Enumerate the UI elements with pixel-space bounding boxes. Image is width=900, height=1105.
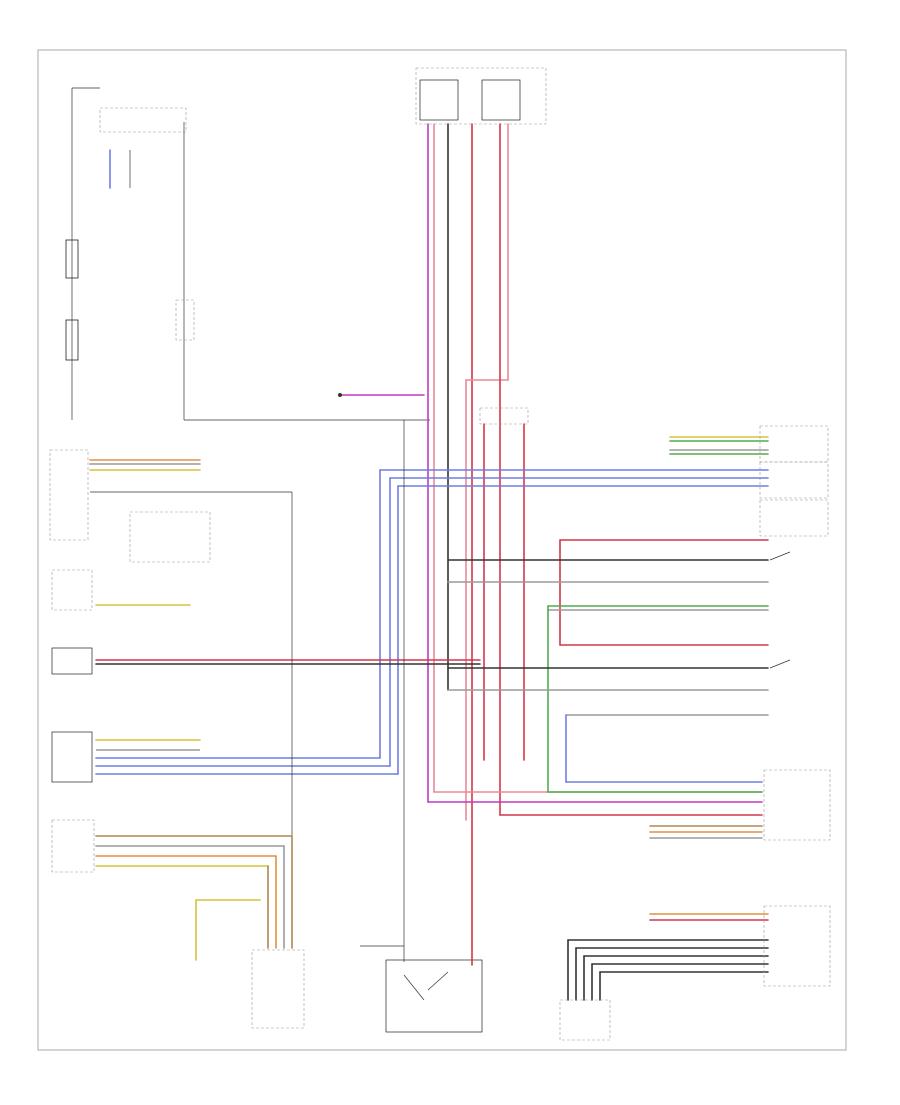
- fuse-block-symbol: [65, 319, 79, 361]
- fuse-relay-box-outline: [415, 67, 547, 125]
- fuse-box-feeds: [427, 123, 763, 946]
- module-b: [51, 647, 93, 675]
- steering-column-module: [763, 905, 831, 987]
- right-connectors: [669, 425, 829, 537]
- left-modules: [49, 449, 305, 1029]
- selector-lever-module: [251, 949, 305, 1029]
- battery-fuse-box: [99, 107, 187, 133]
- fuse-relay-box: [415, 67, 547, 125]
- starter-circuit: [360, 420, 483, 1033]
- battery-circuit: [65, 87, 430, 421]
- module-a: [49, 449, 89, 541]
- switch-feeds: [447, 539, 769, 793]
- battery-symbol: [65, 239, 79, 279]
- switch-symbols: [769, 551, 791, 669]
- neutral-position-switch: [559, 999, 611, 1041]
- blue-bus: [95, 469, 769, 775]
- module-c: [51, 731, 93, 783]
- diagram-frame: [37, 49, 847, 1051]
- module-d: [51, 819, 95, 873]
- bottom-right-modules: [559, 769, 831, 1041]
- engine-control-module: [763, 769, 831, 841]
- relay-bracket: [479, 407, 529, 425]
- starter-box: [385, 959, 483, 1033]
